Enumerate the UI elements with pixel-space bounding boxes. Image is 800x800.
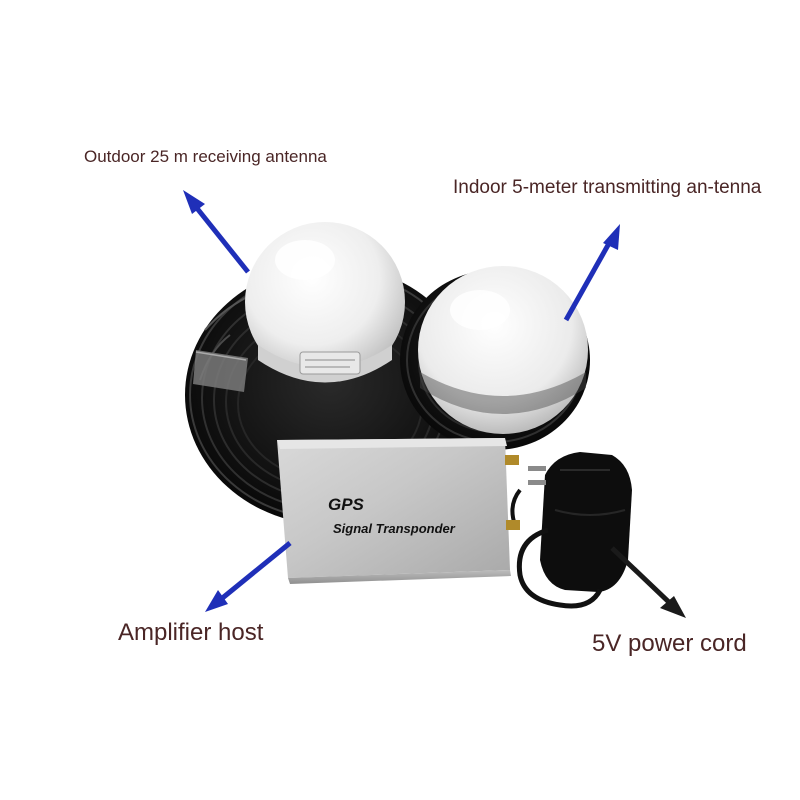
- label-power-cord: 5V power cord: [592, 630, 747, 657]
- device-name-text: Signal Transponder: [333, 521, 456, 536]
- arrow-indoor: [563, 224, 620, 322]
- label-amplifier-host: Amplifier host: [118, 619, 264, 646]
- device-brand-text: GPS: [328, 495, 365, 514]
- arrow-amplifier: [205, 541, 292, 612]
- outdoor-dome-antenna: [245, 222, 405, 383]
- indoor-dome-antenna: [418, 266, 588, 434]
- label-outdoor-antenna: Outdoor 25 m receiving antenna: [84, 147, 327, 166]
- amplifier-host-box: GPS Signal Transponder: [277, 438, 520, 584]
- power-adapter: [510, 452, 632, 609]
- arrow-outdoor: [183, 190, 250, 274]
- arrow-power: [610, 546, 686, 618]
- label-indoor-antenna: Indoor 5-meter transmitting an-tenna: [453, 177, 762, 198]
